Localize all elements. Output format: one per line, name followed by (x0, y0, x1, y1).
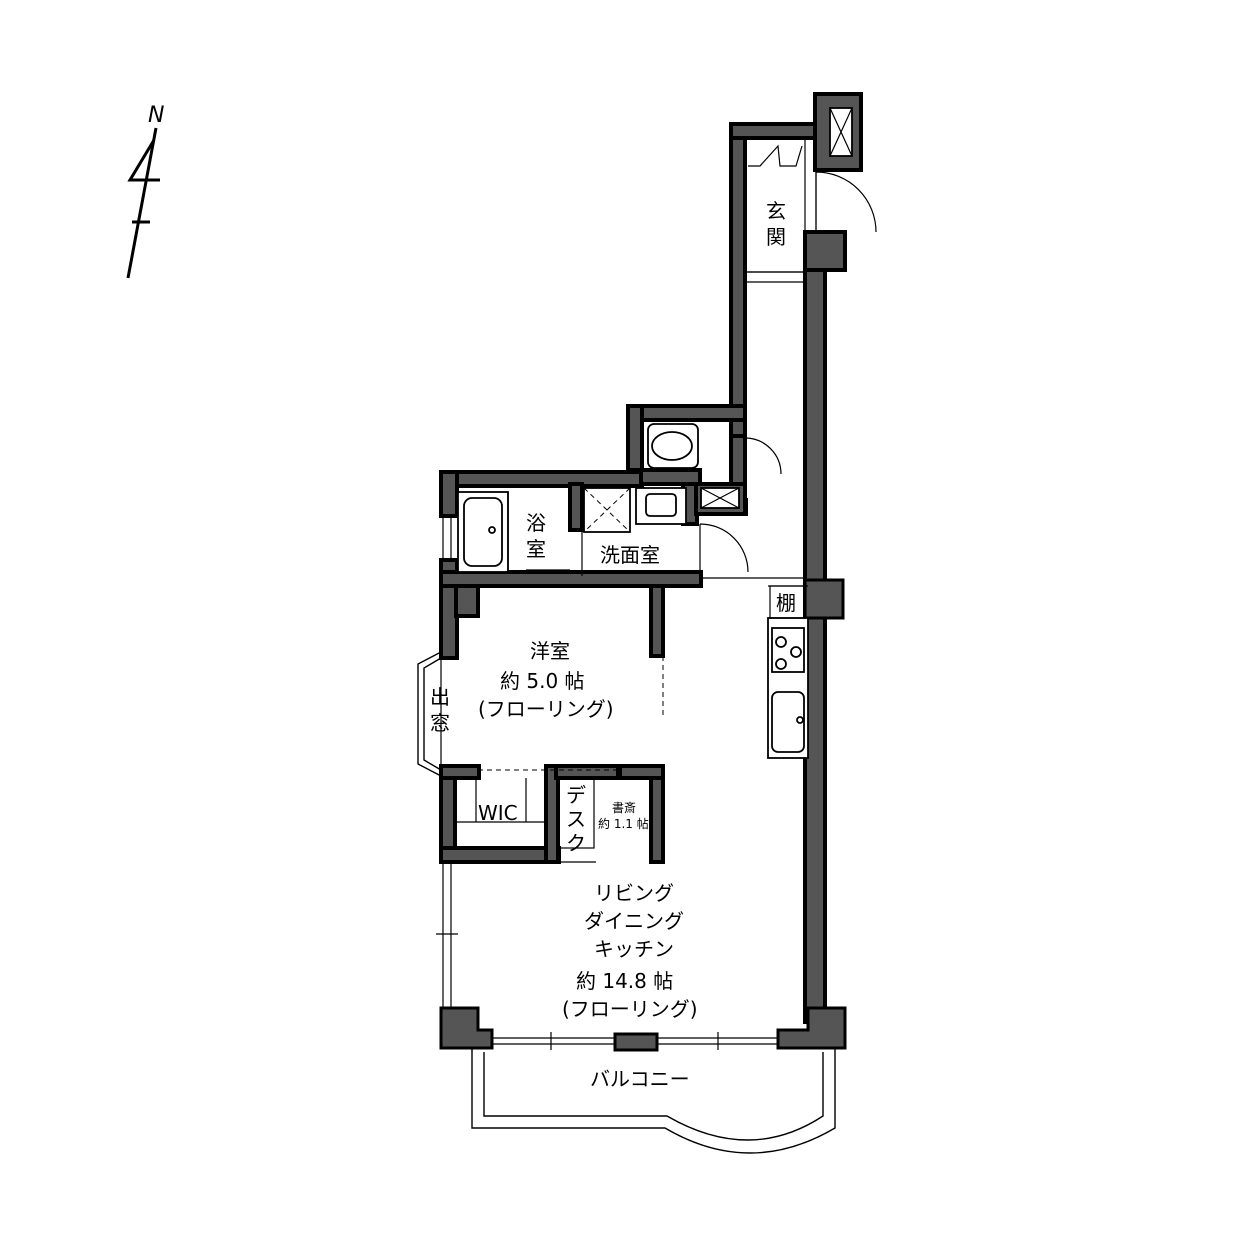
washroom-label: 洗面室 (600, 543, 660, 567)
ldk-size: 約 14.8 帖 (576, 969, 673, 993)
balcony-outline (471, 1048, 836, 1154)
wic-rails (455, 778, 546, 823)
wic-label: WIC (478, 801, 518, 825)
western-room-size: 約 5.0 帖 (500, 669, 585, 693)
bay-window-label-2: 窓 (430, 711, 450, 735)
shelf-label: 棚 (776, 591, 796, 615)
study-name: 書斎 (612, 800, 636, 815)
compass-letter: N (148, 103, 164, 128)
room-labels: 玄 関 浴 室 洗面室 棚 洋室 約 5.0 帖 (フローリング) 出 窓 WI… (430, 199, 796, 1091)
western-room-name: 洋室 (530, 639, 570, 663)
desk-label-3: ク (566, 831, 586, 855)
entrance-label-2: 関 (766, 225, 786, 249)
study-size: 約 1.1 帖 (598, 816, 649, 831)
ldk-label-2: ダイニング (584, 909, 684, 933)
exterior-walls (439, 92, 863, 1052)
bath-label-1: 浴 (526, 511, 546, 535)
desk-box (557, 777, 595, 849)
desk-label-1: デ (566, 783, 586, 807)
western-room-floor: (フローリング) (478, 697, 614, 721)
north-arrow-icon: N (126, 103, 164, 279)
ldk-label-3: キッチン (594, 937, 674, 961)
toilet-icon (647, 423, 699, 469)
kitchen-counter (767, 585, 809, 759)
shoe-closet (744, 137, 806, 273)
desk-label-2: ス (566, 807, 586, 831)
bath-label-2: 室 (526, 537, 546, 561)
ldk-label-1: リビング (594, 881, 674, 905)
washbasin-icon (581, 487, 687, 576)
bay-window-label-1: 出 (430, 685, 450, 709)
ldk-floor: (フローリング) (562, 997, 698, 1021)
balcony-label: バルコニー (590, 1067, 690, 1091)
entrance-label-1: 玄 (766, 199, 786, 223)
doors (478, 171, 877, 863)
bathtub-icon (457, 491, 570, 573)
